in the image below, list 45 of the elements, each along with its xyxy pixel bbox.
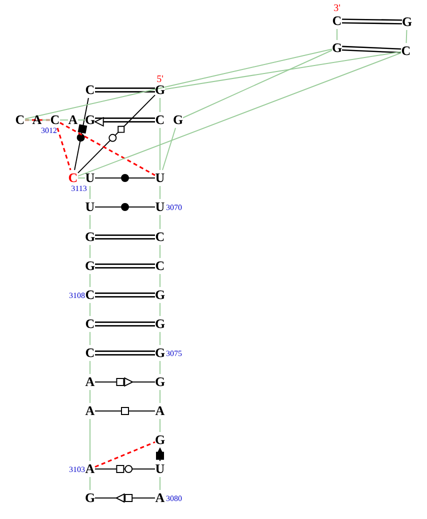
strand-end-label: 3' (334, 4, 340, 14)
nucleotide-letter: C (153, 229, 167, 245)
nucleotide-letter: U (83, 199, 97, 215)
nucleotide-letter: A (153, 490, 167, 506)
nucleotide-letter: C (153, 258, 167, 274)
position-number: 3075 (166, 350, 182, 358)
nucleotide-letter: A (153, 403, 167, 419)
nucleotide-letter: G (171, 112, 185, 128)
nucleotide-letter: G (153, 316, 167, 332)
position-number: 3108 (69, 292, 85, 300)
nucleotide-letter: C (83, 82, 97, 98)
nucleotide-letter: C (399, 43, 413, 59)
nucleotide-letter: A (83, 403, 97, 419)
nucleotide-letter: C (83, 287, 97, 303)
nucleotide-letter: A (83, 374, 97, 390)
nucleotide-letter: C (330, 13, 344, 29)
nucleotide-letter: U (153, 199, 167, 215)
nucleotide-letter: G (83, 258, 97, 274)
nucleotide-letter: C (153, 112, 167, 128)
nucleotide-letter: G (153, 287, 167, 303)
nucleotide-letter: G (83, 112, 97, 128)
nucleotide-letter: G (153, 432, 167, 448)
position-number: 3113 (71, 185, 87, 193)
position-number: 3012 (41, 127, 57, 135)
nucleotide-letter: G (153, 374, 167, 390)
strand-end-label: 5' (156, 75, 164, 85)
nucleotide-letter: G (330, 40, 344, 56)
nucleotide-letter: G (153, 82, 167, 98)
nucleotide-letter: U (153, 170, 167, 186)
nucleotide-letter: C (13, 112, 27, 128)
nucleotide-letter: C (66, 170, 80, 186)
nucleotide-letter: G (83, 229, 97, 245)
nucleotide-letter: G (83, 490, 97, 506)
nucleotide-letter: C (83, 345, 97, 361)
nucleotide-letter: U (83, 170, 97, 186)
position-number: 3080 (166, 495, 182, 503)
nucleotide-letter: U (153, 461, 167, 477)
nucleotide-letter: C (48, 112, 62, 128)
nucleotide-letter: G (400, 14, 414, 30)
nucleotide-letter: G (153, 345, 167, 361)
position-number: 3070 (166, 204, 182, 212)
nucleotide-letter: A (66, 112, 80, 128)
nucleotide-letter: A (83, 461, 97, 477)
position-number: 3103 (69, 466, 85, 474)
nucleotide-letter: C (83, 316, 97, 332)
